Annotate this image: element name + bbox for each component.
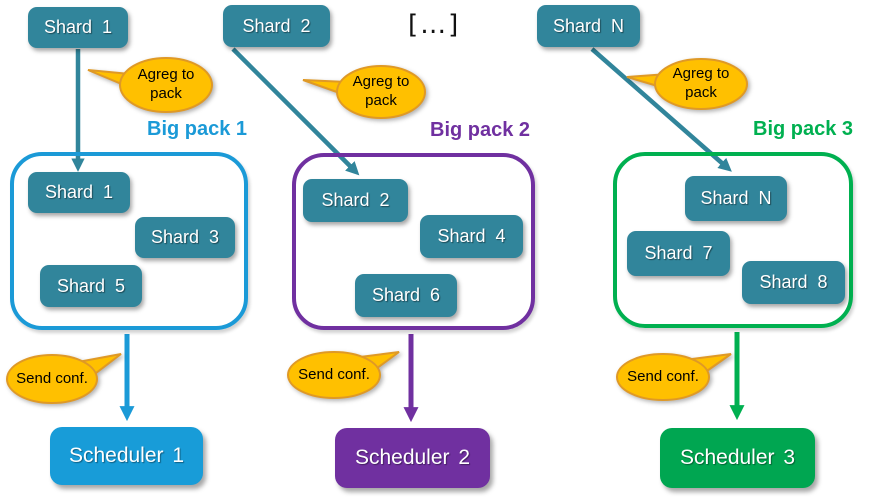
pack-3-label: Big pack 3: [753, 118, 854, 140]
pack2-shard-2: Shard 2: [303, 179, 408, 222]
agreg-bubble-1-label: Agreg to pack: [137, 66, 195, 102]
agreg-bubble-2-label: Agreg to pack: [352, 73, 410, 109]
scheduler-2: Scheduler 2: [335, 428, 490, 488]
agreg-bubble-1-shape: [87, 57, 213, 113]
agreg-bubble-3-label: Agreg to pack: [672, 65, 730, 101]
pack3-shard-7: Shard 7: [627, 231, 730, 276]
send-bubble-2-label: Send conf.: [298, 365, 370, 383]
pack1-shard-1: Shard 1: [28, 172, 130, 213]
send-bubble-1-label: Send conf.: [16, 369, 88, 387]
send-bubble-3-shape: [616, 353, 732, 401]
pack2-shard-4: Shard 4: [420, 215, 523, 258]
scheduler-1: Scheduler 1: [50, 427, 203, 485]
ellipsis-label: […]: [408, 10, 461, 40]
pack3-shard-N: Shard N: [685, 176, 787, 221]
send-bubble-1-shape: [6, 353, 122, 404]
send-bubble-2-shape: [287, 351, 400, 399]
arrow-shard2-to-pack2: [231, 47, 360, 176]
source-shard-1: Shard 1: [28, 7, 128, 48]
pack3-shard-8: Shard 8: [742, 261, 845, 304]
source-shard-N: Shard N: [537, 5, 640, 47]
send-bubble-3-label: Send conf.: [627, 367, 699, 385]
pack1-shard-5: Shard 5: [40, 265, 142, 307]
pack2-shard-6: Shard 6: [355, 274, 457, 317]
big-pack-2: [292, 153, 535, 330]
source-shard-2: Shard 2: [223, 5, 330, 47]
big-pack-1: [10, 152, 248, 330]
scheduler-3: Scheduler 3: [660, 428, 815, 488]
big-pack-3: [613, 152, 853, 328]
agreg-bubble-2-shape: [302, 65, 426, 119]
pack1-shard-3: Shard 3: [135, 217, 235, 258]
pack-1-label: Big pack 1: [147, 118, 248, 140]
agreg-bubble-3-shape: [626, 58, 748, 110]
arrow-shardN-to-pack3: [590, 47, 732, 172]
pack-2-label: Big pack 2: [430, 119, 531, 141]
